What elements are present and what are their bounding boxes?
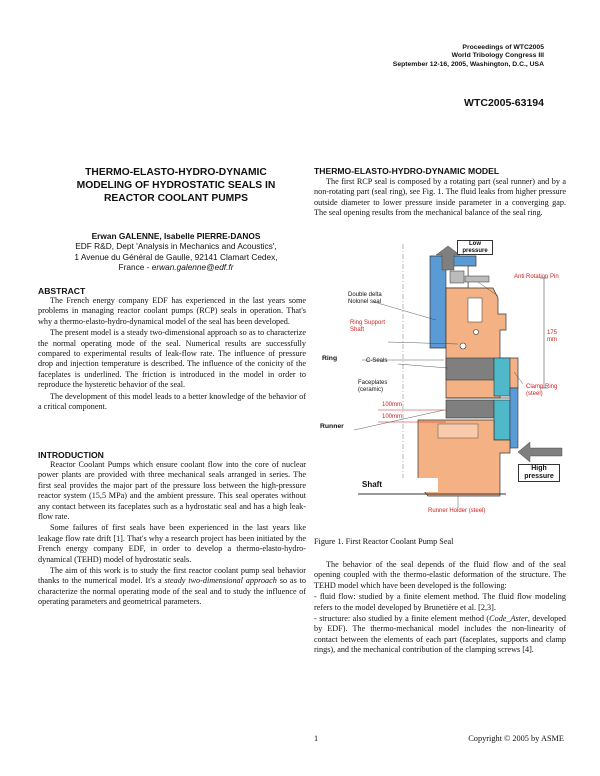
model-paragraph: - fluid flow: studied by a finite elemen… bbox=[314, 592, 566, 612]
label-faceplates: Faceplates (ceramic) bbox=[358, 380, 388, 393]
label-c-seals: C-Seals bbox=[366, 358, 388, 364]
affiliation-line-3: France - bbox=[118, 261, 152, 272]
abstract-paragraph: The present model is a steady two-dimens… bbox=[38, 328, 306, 390]
proceedings-title: Proceedings of WTC2005 bbox=[462, 44, 544, 51]
label-clamp-ring: Clamp Ring (steel) bbox=[526, 384, 558, 397]
model-paragraph: The behavior of the seal depends of the … bbox=[314, 560, 566, 590]
label-ring-support-shaft: Ring Support Shaft bbox=[350, 320, 386, 333]
paper-title: THERMO-ELASTO-HYDRO-DYNAMIC MODELING OF … bbox=[76, 167, 276, 204]
page-number: 1 bbox=[314, 734, 319, 743]
seal-figure: Low pressure Anti Rotation Pin Double de… bbox=[318, 238, 568, 533]
label-dimension-b: 100mm bbox=[382, 414, 403, 420]
label-dimension-175: 175 mm bbox=[547, 330, 558, 343]
model-paragraph: - structure: also studied by a finite el… bbox=[314, 614, 566, 655]
seal-cross-section bbox=[353, 244, 563, 508]
introduction-paragraph: The aim of this work is to study the fir… bbox=[38, 566, 307, 607]
affiliation-line-1: EDF R&D, Dept 'Analysis in Mechanics and… bbox=[75, 241, 277, 252]
abstract-paragraph: The French energy company EDF has experi… bbox=[38, 296, 306, 326]
copyright: Copyright © 2005 by ASME bbox=[468, 734, 564, 743]
label-anti-rotation-pin: Anti Rotation Pin bbox=[514, 274, 559, 280]
conference-dates: September 12-16, 2005, Washington, D.C.,… bbox=[392, 60, 544, 68]
abstract-heading: ABSTRACT bbox=[38, 286, 86, 296]
label-high-pressure: High pressure bbox=[518, 464, 560, 482]
model-heading: THERMO-ELASTO-HYDRO-DYNAMIC MODEL bbox=[314, 166, 500, 176]
introduction-heading: INTRODUCTION bbox=[38, 450, 104, 460]
label-runner-holder: Runner Holder (steel) bbox=[428, 508, 486, 514]
model-body: The behavior of the seal depends of the … bbox=[314, 560, 566, 657]
affiliation-line-2: 1 Avenue du Général de Gaulle, 92141 Cla… bbox=[74, 251, 278, 262]
label-shaft: Shaft bbox=[362, 480, 382, 489]
paper-id: WTC2005-63194 bbox=[464, 97, 544, 109]
model-intro: The first RCP seal is composed by a rota… bbox=[314, 177, 566, 220]
model-paragraph: The first RCP seal is composed by a rota… bbox=[314, 177, 566, 218]
label-runner: Runner bbox=[320, 423, 344, 430]
introduction-paragraph: Reactor Coolant Pumps which ensure coola… bbox=[38, 460, 306, 522]
label-low-pressure: Low pressure bbox=[457, 240, 493, 255]
congress-name: World Tribology Congress III bbox=[451, 52, 544, 60]
abstract-body: The French energy company EDF has experi… bbox=[38, 296, 306, 413]
author-email[interactable]: erwan.galenne@edf.fr bbox=[151, 261, 234, 272]
label-ring: Ring bbox=[322, 355, 338, 362]
introduction-body: Reactor Coolant Pumps which ensure coola… bbox=[38, 460, 306, 609]
abstract-paragraph: The development of this model leads to a… bbox=[38, 391, 306, 412]
introduction-paragraph: Some failures of first seals have been e… bbox=[38, 523, 306, 564]
authors: Erwan GALENNE, Isabelle PIERRE-DANOS bbox=[91, 231, 261, 241]
label-dimension-a: 100mm bbox=[382, 402, 403, 408]
figure-caption: Figure 1. First Reactor Coolant Pump Sea… bbox=[314, 537, 454, 546]
label-double-delta-seal: Double delta Nolonel seal bbox=[348, 292, 382, 305]
